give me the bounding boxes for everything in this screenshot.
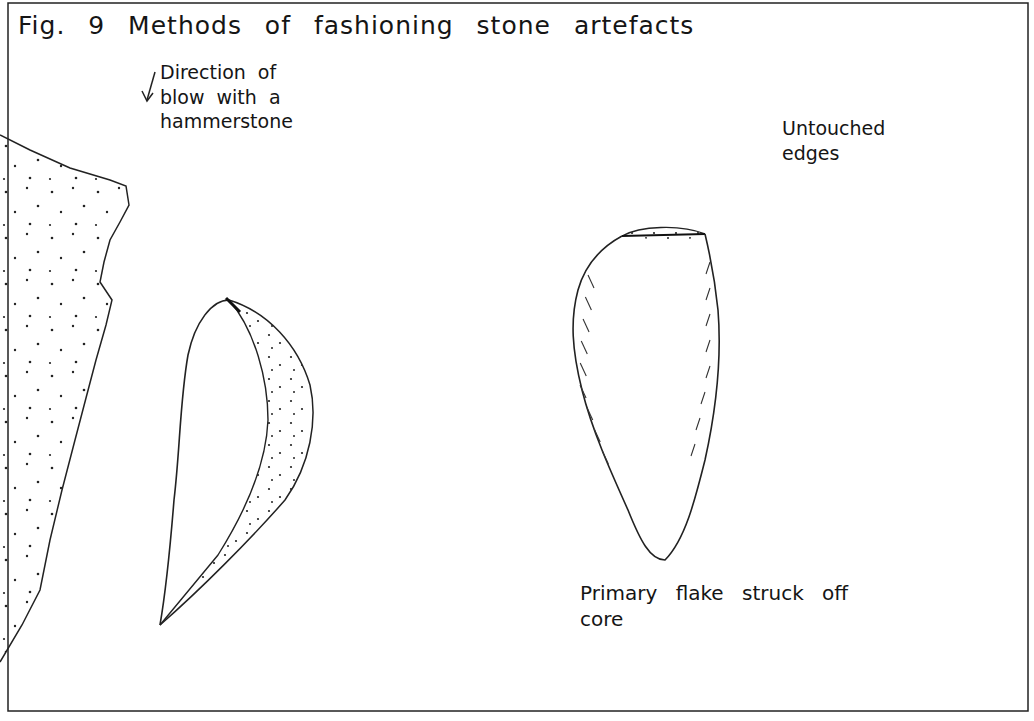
platform-edge [622,227,705,236]
hatch-stroke [701,392,705,404]
hatch-stroke [580,363,586,376]
hatch-stroke [602,451,608,464]
flake-cortex [160,300,313,625]
flake-inner-edge [160,300,268,625]
frame [8,3,1028,711]
platform-line [622,234,705,236]
hatch-stroke [706,288,710,300]
platform-stipple [622,227,705,239]
hatch-stroke [706,366,710,378]
hatch-stroke [583,319,589,332]
flake-outer-edge [160,300,313,625]
hatch-stroke [706,314,710,326]
blow-label: Direction of blow with a hammerstone [160,60,330,134]
hatch-stroke [588,275,594,288]
flake-label: Primary flake struck off core [580,580,870,632]
hatch-stroke [585,297,591,310]
edges-label: Untouched edges [782,116,892,165]
figure-title: Fig. 9 Methods of fashioning stone artef… [18,10,694,43]
core-outline [0,135,129,662]
hatch-stroke [706,262,710,274]
edge-hatching [580,262,710,464]
hatch-stroke [691,444,695,456]
primary-flake-outline [573,234,719,560]
hatch-stroke [581,341,587,354]
hatch-stroke [696,418,700,430]
striking-platform [226,298,240,312]
hatch-stroke [706,340,710,352]
hatch-stroke [594,429,600,442]
hatch-stroke [587,407,593,420]
hatch-stroke [580,385,586,398]
arrow-head [142,91,153,101]
flake-outline [160,300,229,625]
core-stipple [0,135,129,662]
